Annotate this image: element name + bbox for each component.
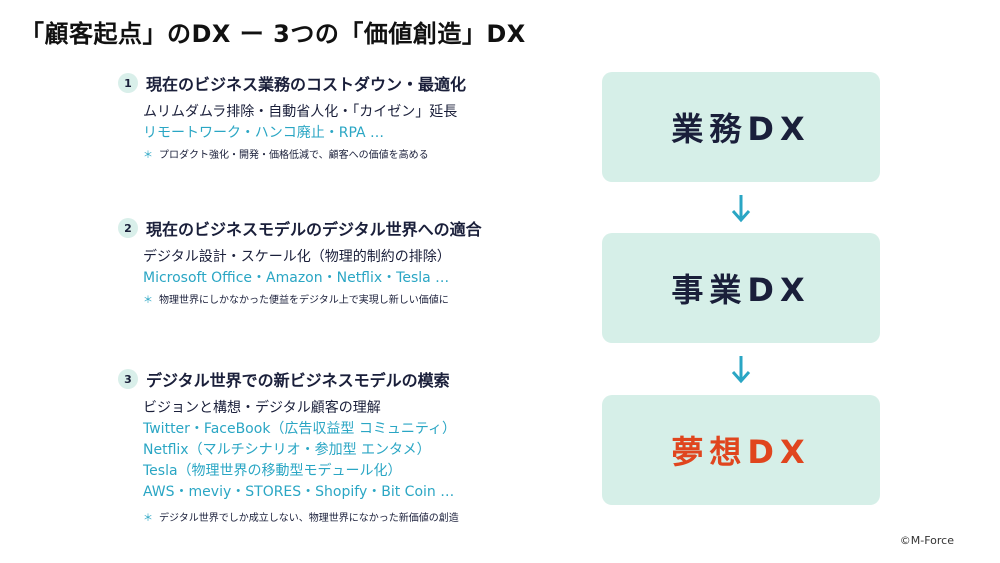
note-marker: ＊ [143, 150, 153, 161]
section-line: デジタル設計・スケール化（物理的制約の排除） [143, 249, 451, 265]
section-3: 3 デジタル世界での新ビジネスモデルの模索 ビジョンと構想・デジタル顧客の理解 … [118, 366, 459, 524]
section-lines: ビジョンと構想・デジタル顧客の理解 Twitter・FaceBook（広告収益型… [143, 398, 459, 524]
section-line: リモートワーク・ハンコ廃止・RPA … [143, 125, 385, 141]
copyright-text: ©M-Force [899, 534, 954, 547]
note-text: デジタル世界でしか成立しない、物理世界になかった新価値の創造 [159, 513, 459, 524]
note-text: プロダクト強化・開発・価格低減で、顧客への価値を高める [159, 150, 429, 161]
section-note: ＊ デジタル世界でしか成立しない、物理世界になかった新価値の創造 [143, 509, 459, 524]
down-arrow-icon [731, 356, 751, 384]
section-lines: ムリムダムラ排除・自動省人化・「カイゼン」延長 リモートワーク・ハンコ廃止・RP… [143, 102, 466, 161]
slide-title: 「顧客起点」のDX ー 3つの「価値創造」DX [20, 20, 526, 48]
down-arrow-icon [731, 195, 751, 223]
section-header: 2 現在のビジネスモデルのデジタル世界への適合 [118, 215, 482, 241]
section-heading: 現在のビジネスモデルのデジタル世界への適合 [146, 220, 482, 239]
section-note: ＊ プロダクト強化・開発・価格低減で、顧客への価値を高める [143, 146, 466, 161]
jigyo-dx-box: 事業DX [602, 233, 880, 343]
section-heading: デジタル世界での新ビジネスモデルの模索 [146, 371, 450, 390]
section-line: Microsoft Office・Amazon・Netflix・Tesla … [143, 270, 450, 286]
section-1: 1 現在のビジネス業務のコストダウン・最適化 ムリムダムラ排除・自動省人化・「カ… [118, 70, 466, 161]
section-line: Netflix（マルチシナリオ・参加型 エンタメ） [143, 442, 431, 458]
section-line: Tesla（物理世界の移動型モデュール化） [143, 463, 402, 479]
note-marker: ＊ [143, 295, 153, 306]
section-line: ムリムダムラ排除・自動省人化・「カイゼン」延長 [143, 104, 458, 120]
section-number-badge: 3 [118, 369, 138, 389]
section-header: 1 現在のビジネス業務のコストダウン・最適化 [118, 70, 466, 96]
section-number-badge: 2 [118, 218, 138, 238]
note-text: 物理世界にしかなかった便益をデジタル上で実現し新しい価値に [159, 295, 449, 306]
note-marker: ＊ [143, 513, 153, 524]
muso-dx-box: 夢想DX [602, 395, 880, 505]
gyomu-dx-box: 業務DX [602, 72, 880, 182]
section-lines: デジタル設計・スケール化（物理的制約の排除） Microsoft Office・… [143, 247, 482, 306]
section-2: 2 現在のビジネスモデルのデジタル世界への適合 デジタル設計・スケール化（物理的… [118, 215, 482, 306]
section-note: ＊ 物理世界にしかなかった便益をデジタル上で実現し新しい価値に [143, 291, 482, 306]
section-number-badge: 1 [118, 73, 138, 93]
section-line: Twitter・FaceBook（広告収益型 コミュニティ） [143, 421, 457, 437]
section-line: AWS・meviy・STORES・Shopify・Bit Coin … [143, 484, 455, 500]
section-heading: 現在のビジネス業務のコストダウン・最適化 [146, 75, 467, 94]
section-header: 3 デジタル世界での新ビジネスモデルの模索 [118, 366, 459, 392]
section-line: ビジョンと構想・デジタル顧客の理解 [143, 400, 381, 416]
